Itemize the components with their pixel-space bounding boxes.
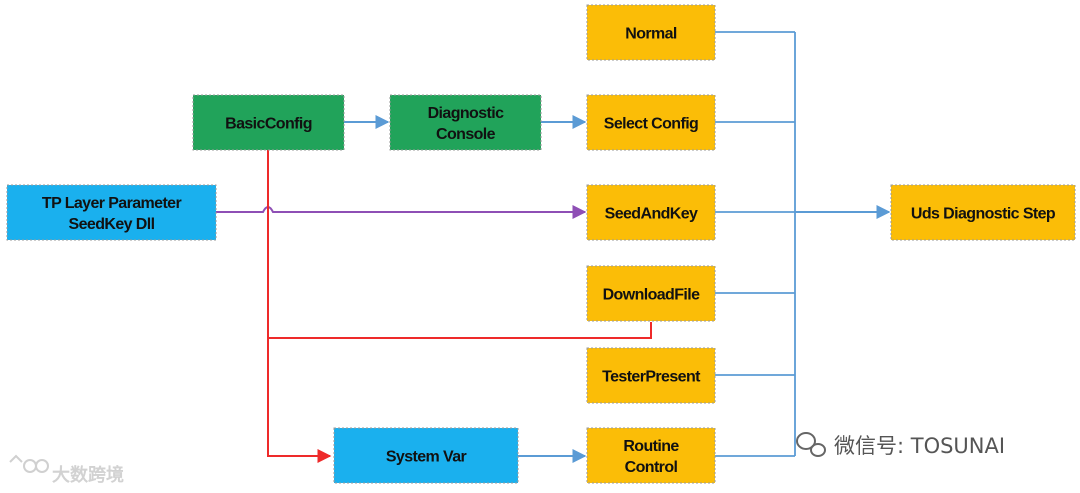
node-tp-layer-label: TP Layer Parameter	[42, 195, 182, 212]
node-uds-step-label: Uds Diagnostic Step	[911, 206, 1056, 223]
node-select-config: Select Config	[586, 94, 716, 151]
watermark-left-text: 大数跨境	[52, 464, 124, 486]
node-uds-step-box	[890, 184, 1076, 241]
node-download-file-label: DownloadFile	[603, 287, 701, 304]
node-select-config-label: Select Config	[604, 116, 698, 133]
node-download-file-box	[586, 265, 716, 322]
node-system-var-label: System Var	[386, 449, 467, 466]
node-tp-layer-label: SeedKey Dll	[69, 216, 155, 233]
node-basic-config-label: BasicConfig	[225, 116, 312, 133]
node-select-config-box	[586, 94, 716, 151]
node-routine-control-label: Control	[625, 459, 678, 476]
watermark-logo-icon	[9, 454, 49, 473]
node-routine-control-label: Routine	[623, 438, 679, 455]
node-tester-present-label: TesterPresent	[602, 369, 701, 386]
node-download-file: DownloadFile	[586, 265, 716, 322]
node-tester-present-box	[586, 347, 716, 404]
edge-downloadfile-to-basicline	[268, 322, 652, 339]
node-seed-and-key-label: SeedAndKey	[605, 206, 698, 223]
node-normal-label: Normal	[625, 26, 677, 43]
node-diagnostic-console-box	[389, 94, 542, 151]
node-system-var: System Var	[333, 427, 519, 484]
node-seed-and-key-box	[586, 184, 716, 241]
node-diagnostic-console-label: Console	[436, 126, 496, 143]
node-normal-box	[586, 4, 716, 61]
watermark-right: 微信号: TOSUNAI	[796, 432, 1005, 458]
node-system-var-box	[333, 427, 519, 484]
node-basic-config: BasicConfig	[192, 94, 345, 151]
node-normal: Normal	[586, 4, 716, 61]
watermark-right-text: 微信号: TOSUNAI	[834, 434, 1005, 458]
edge-tplayer-to-seedandkey	[216, 205, 587, 219]
bus-to-uds-step	[715, 31, 796, 457]
node-basic-config-box	[192, 94, 345, 151]
edge-basicconfig-to-systemvar	[267, 150, 332, 463]
node-seed-and-key: SeedAndKey	[586, 184, 716, 241]
wechat-icon	[796, 432, 826, 457]
node-uds-step: Uds Diagnostic Step	[890, 184, 1076, 241]
node-tester-present: TesterPresent	[586, 347, 716, 404]
node-diagnostic-console-label: Diagnostic	[428, 105, 504, 122]
watermark-left: 大数跨境	[9, 454, 124, 486]
node-routine-control-box	[586, 427, 716, 484]
node-tp-layer-box	[6, 184, 217, 241]
